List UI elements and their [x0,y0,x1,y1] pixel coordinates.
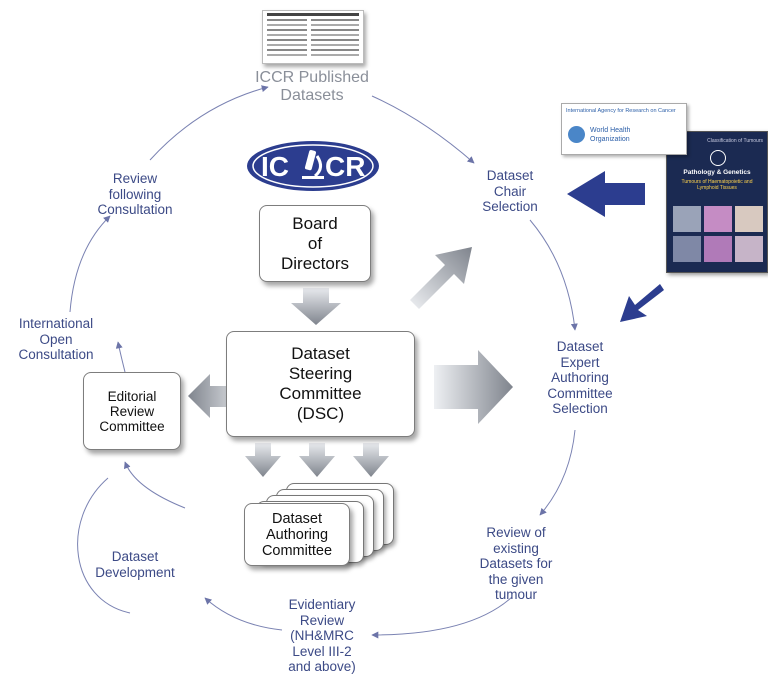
cycle-connectors [69,85,578,639]
board-label: Board of Directors [280,213,349,273]
iccr-logo: IC CR [245,140,381,192]
arrow-dsc-to-chair [410,247,472,309]
editorial-label: Editorial Review Committee [99,388,165,434]
node-international-consultation: International Open Consultation [18,316,94,363]
node-expert-authoring-selection: Dataset Expert Authoring Committee Selec… [547,339,613,417]
node-evidentiary-review: Evidentiary Review (NH&MRC Level III-2 a… [288,597,356,675]
book-subtitle: Tumours of Haematopoietic and Lymphoid T… [681,179,753,191]
arc-consultation-to-review [69,215,111,313]
arc-development-to-editorial [123,461,186,509]
node-review-following-consultation: Review following Consultation [97,171,173,218]
board-of-directors-box: Board of Directors [259,205,371,282]
editorial-review-box: Editorial Review Committee [83,372,181,450]
arc-published-to-chair [371,95,475,164]
dsc-label: Dataset Steering Committee (DSC) [279,344,362,423]
book-title: Pathology & Genetics [683,169,751,176]
arrow-board-to-dsc [291,288,341,325]
iarc-agency-name: International Agency for Research on Can… [566,108,676,114]
who-emblem-icon [710,150,726,166]
microscope-icon [302,150,324,179]
node-review-existing-datasets: Review of existing Datasets for the give… [479,525,553,603]
logo-text-left: IC [261,151,289,182]
arrow-book-to-expert [620,284,664,322]
arc-evidentiary-to-development [204,597,283,631]
arc-expert-to-existing [539,429,576,516]
node-dataset-development: Dataset Development [95,549,175,580]
arrow-down-2 [299,443,335,477]
book-image-6 [735,236,763,262]
node-published-datasets: ICCR Published Datasets [255,69,369,105]
book-image-3 [735,206,763,232]
arrow-book-to-chair [567,171,645,217]
arrow-down-1 [245,443,281,477]
dataset-authoring-committee-box: Dataset Authoring Committee [244,503,350,566]
published-datasets-document [262,10,364,64]
document-table-icon [267,13,359,56]
who-name-line2: Organization [590,136,630,143]
logo-text-right: CR [325,151,366,182]
book-image-2 [704,206,732,232]
who-logo-icon [568,126,585,143]
dsc-box: Dataset Steering Committee (DSC) [226,331,415,437]
who-name-line1: World Health [590,127,631,134]
authoring-label: Dataset Authoring Committee [261,510,333,559]
arrow-dsc-to-expert [434,350,513,424]
arc-editorial-to-consultation [115,341,126,373]
arrow-down-3 [353,443,389,477]
book-image-5 [704,236,732,262]
development-loop [77,477,131,614]
iarc-who-card: International Agency for Research on Can… [561,103,687,155]
book-series: Classification of Tumours [707,138,763,144]
book-image-4 [673,236,701,262]
node-chair-selection: Dataset Chair Selection [482,168,538,215]
arc-chair-to-expert [529,219,578,331]
book-image-1 [673,206,701,232]
arc-existing-to-evidentiary [371,596,513,639]
arc-review-to-published [149,85,269,161]
